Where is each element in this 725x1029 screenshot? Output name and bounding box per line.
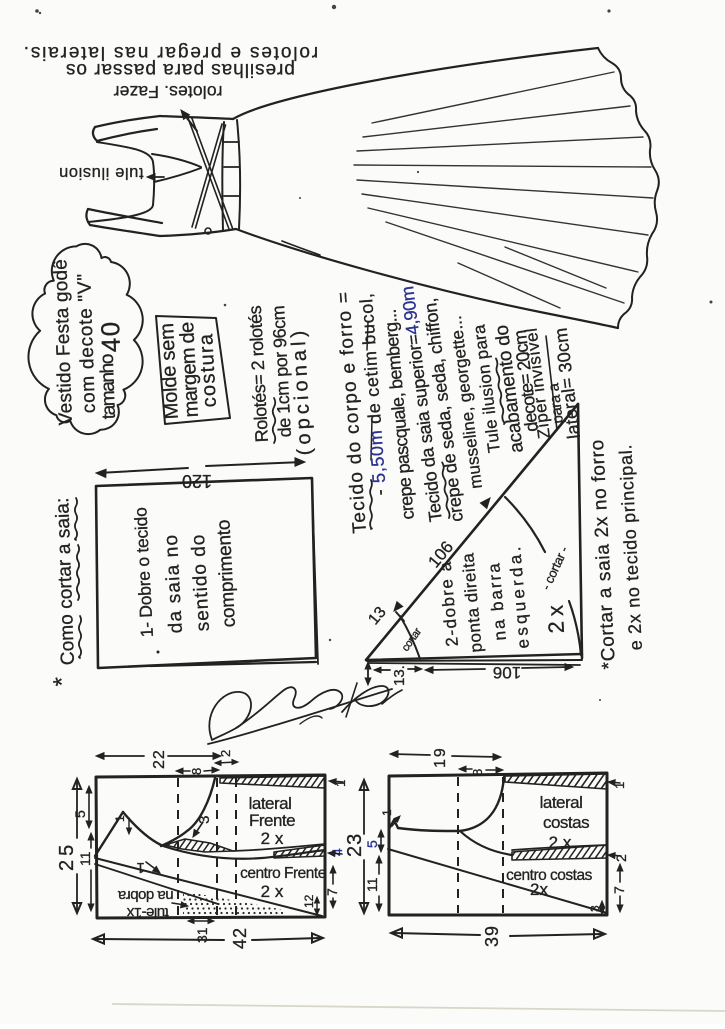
svg-text:rolotes. Fazer: rolotes. Fazer: [113, 82, 222, 102]
svg-text:da saia no: da saia no: [161, 533, 187, 634]
svg-text:rolotes e pregar nas laterais.: rolotes e pregar nas laterais.: [22, 42, 318, 63]
svg-text:2 x: 2 x: [261, 882, 284, 901]
svg-text:lateral: lateral: [249, 794, 292, 813]
svg-text:7: 7: [324, 888, 340, 896]
svg-text:40: 40: [95, 320, 126, 353]
svg-text:tule-1x: tule-1x: [126, 904, 169, 921]
svg-text:25: 25: [56, 841, 78, 871]
svg-text:lateral: lateral: [540, 793, 583, 812]
svg-text:2x: 2x: [530, 880, 548, 899]
svg-text:3: 3: [196, 816, 213, 824]
svg-text:42: 42: [230, 927, 250, 949]
svg-text:106: 106: [493, 663, 521, 682]
svg-text:2x: 2x: [542, 600, 569, 635]
svg-text:costas: costas: [543, 813, 589, 832]
svg-text:Frente: Frente: [249, 811, 295, 830]
svg-text:1: 1: [137, 859, 145, 876]
svg-text:7: 7: [611, 886, 627, 894]
svg-text:8: 8: [470, 769, 485, 776]
svg-text:120: 120: [182, 471, 212, 491]
svg-text:13.: 13.: [391, 665, 408, 686]
svg-text:sentido do: sentido do: [188, 533, 214, 632]
svg-text:1: 1: [113, 815, 127, 822]
svg-text:23: 23: [344, 833, 366, 857]
svg-text:2 x: 2 x: [549, 833, 572, 852]
svg-text:presilhas para passar os: presilhas para passar os: [65, 59, 295, 80]
svg-text:1: 1: [333, 780, 348, 787]
svg-text:com decote "V": com decote "V": [74, 273, 100, 414]
svg-text:costura: costura: [195, 332, 221, 408]
svg-text:5: 5: [72, 810, 88, 818]
svg-text:2: 2: [218, 750, 233, 757]
svg-text:5: 5: [364, 840, 380, 848]
svg-text:12: 12: [302, 894, 316, 908]
svg-text:8: 8: [189, 768, 204, 775]
svg-text:1: 1: [612, 782, 627, 789]
svg-text:margem de: margem de: [176, 321, 203, 417]
svg-text:4: 4: [329, 848, 345, 856]
svg-text:39: 39: [482, 925, 502, 947]
svg-text:Molde sem: Molde sem: [156, 323, 183, 420]
svg-text:2 x: 2 x: [261, 829, 284, 848]
svg-text:11: 11: [77, 851, 93, 866]
svg-text:tamanho: tamanho: [97, 354, 120, 420]
svg-text:11: 11: [364, 877, 380, 892]
svg-text:na dobra: na dobra: [117, 887, 173, 904]
svg-text:19: 19: [432, 746, 449, 768]
svg-text:tule ilusion: tule ilusion: [58, 164, 143, 182]
svg-text:centro costas: centro costas: [506, 867, 592, 884]
svg-text:centro Frente: centro Frente: [240, 865, 326, 882]
svg-text:22: 22: [151, 749, 168, 769]
svg-text:3: 3: [588, 905, 602, 912]
svg-text:comprimento: comprimento: [213, 519, 240, 628]
svg-text:para a: para a: [545, 382, 567, 425]
svg-text:1: 1: [380, 809, 394, 816]
svg-text:2: 2: [613, 854, 629, 862]
svg-text:*: *: [49, 676, 76, 686]
